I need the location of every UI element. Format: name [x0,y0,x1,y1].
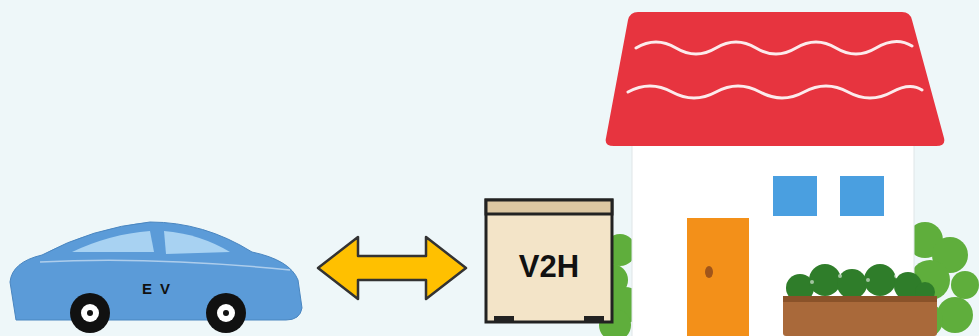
ev-car-outline [8,218,304,334]
v2h-box: V2H [484,198,614,324]
ev-car: E V [8,218,304,334]
double-arrow [318,237,466,299]
car-label: E V [142,280,172,297]
device-label: V2H [519,249,579,285]
